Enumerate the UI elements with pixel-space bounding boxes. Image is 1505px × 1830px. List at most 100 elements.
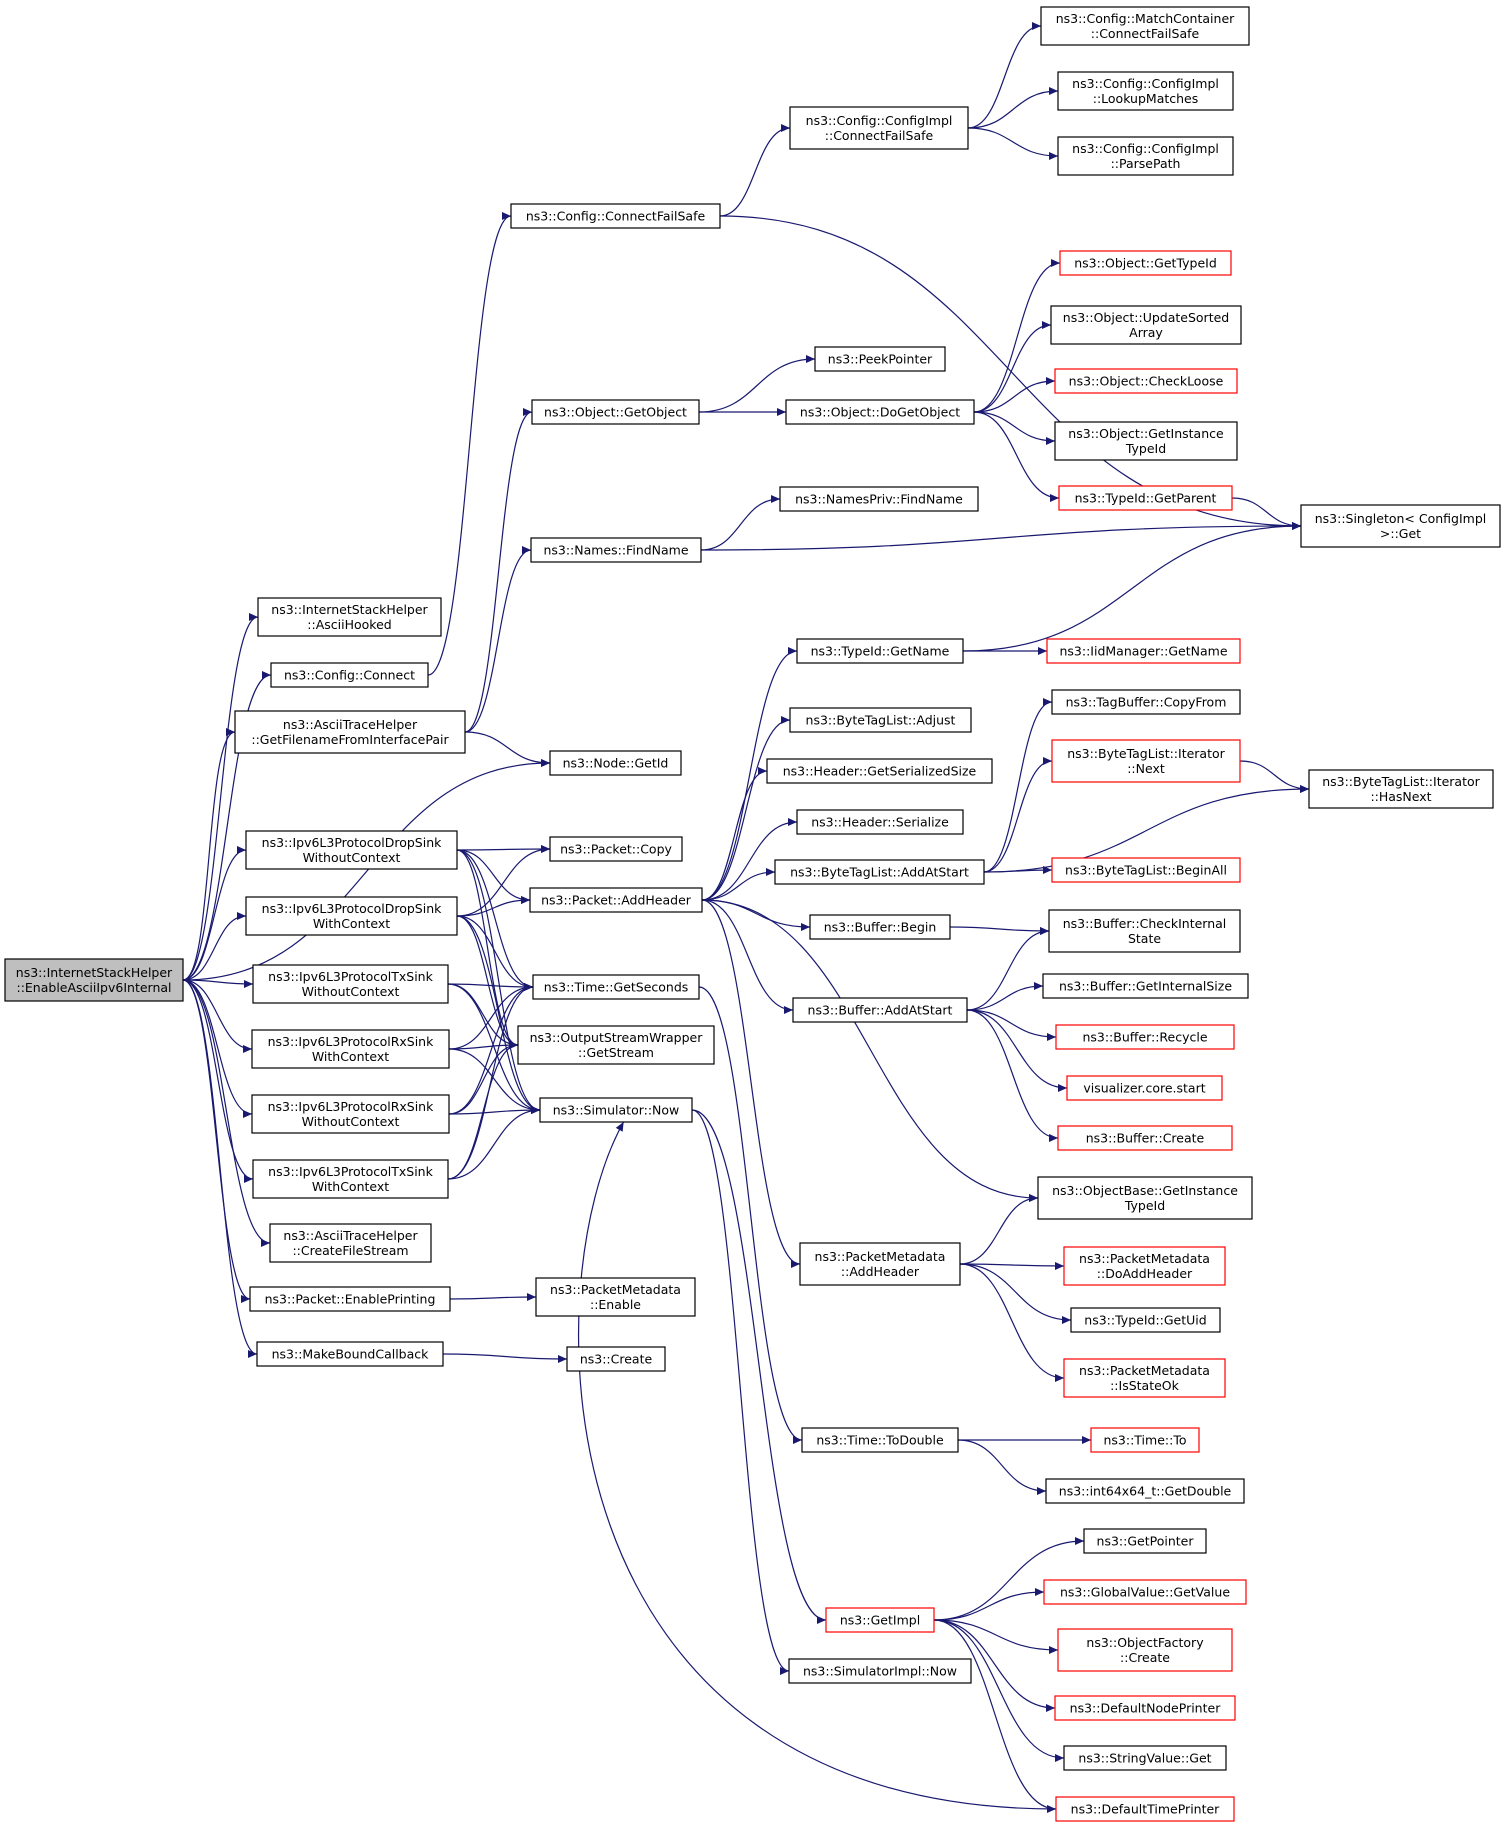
node-label: WithoutContext [302, 984, 400, 999]
node-tid-get-parent[interactable]: ns3::TypeId::GetParent [1058, 485, 1233, 511]
node-config-connect[interactable]: ns3::Config::Connect [270, 662, 429, 688]
edge-get-filename-to-obj-get-object [464, 408, 533, 733]
node-cfg-impl-cfs[interactable]: ns3::Config::ConfigImpl::ConnectFailSafe [789, 106, 969, 150]
node-def-node-printer[interactable]: ns3::DefaultNodePrinter [1054, 1695, 1236, 1721]
node-btl-begin-all[interactable]: ns3::ByteTagList::BeginAll [1051, 857, 1241, 883]
node-obj-get-object[interactable]: ns3::Object::GetObject [531, 399, 700, 425]
node-buf-recycle[interactable]: ns3::Buffer::Recycle [1055, 1024, 1235, 1050]
node-buf-add-at-start[interactable]: ns3::Buffer::AddAtStart [792, 997, 968, 1023]
node-ascii-hooked[interactable]: ns3::InternetStackHelper::AsciiHooked [257, 597, 442, 637]
edge-btl-add-at-start-to-tb-copy-from [983, 698, 1053, 873]
node-node-get-id[interactable]: ns3::Node::GetId [549, 750, 682, 776]
node-viz-start[interactable]: visualizer.core.start [1066, 1075, 1223, 1101]
node-cfg-parse-path[interactable]: ns3::Config::ConfigImpl::ParsePath [1057, 136, 1234, 176]
node-names-priv-find[interactable]: ns3::NamesPriv::FindName [779, 486, 979, 512]
node-label: TypeId [1124, 1198, 1165, 1213]
edge-time-get-seconds-to-time-to-double [698, 986, 803, 1444]
node-obj-check-loose[interactable]: ns3::Object::CheckLoose [1054, 368, 1238, 394]
node-drop-sink-no-ctx[interactable]: ns3::Ipv6L3ProtocolDropSinkWithoutContex… [245, 830, 458, 870]
node-buf-begin[interactable]: ns3::Buffer::Begin [809, 914, 951, 940]
node-packet-add-header[interactable]: ns3::Packet::AddHeader [529, 887, 703, 913]
node-singleton-get[interactable]: ns3::Singleton< ConfigImpl>::Get [1300, 504, 1501, 548]
node-label: ns3::TypeId::GetUid [1084, 1313, 1206, 1328]
node-hdr-get-ser-size[interactable]: ns3::Header::GetSerializedSize [766, 758, 993, 784]
node-hdr-serialize[interactable]: ns3::Header::Serialize [796, 809, 964, 835]
node-btl-it-has-next[interactable]: ns3::ByteTagList::Iterator::HasNext [1308, 769, 1494, 809]
node-def-time-printer[interactable]: ns3::DefaultTimePrinter [1055, 1796, 1235, 1822]
edge-packet-add-header-to-pm-add-header [701, 899, 801, 1268]
node-pm-add-header[interactable]: ns3::PacketMetadata::AddHeader [799, 1242, 961, 1286]
node-gv-get-value[interactable]: ns3::GlobalValue::GetValue [1043, 1579, 1247, 1605]
node-pm-do-add-header[interactable]: ns3::PacketMetadata::DoAddHeader [1063, 1246, 1226, 1286]
node-config-connect-fail-safe[interactable]: ns3::Config::ConnectFailSafe [510, 203, 721, 229]
node-time-to-double[interactable]: ns3::Time::ToDouble [801, 1427, 959, 1453]
node-btl-add-at-start[interactable]: ns3::ByteTagList::AddAtStart [774, 859, 985, 885]
node-obj-get-type-id[interactable]: ns3::Object::GetTypeId [1059, 250, 1232, 276]
node-enable-printing[interactable]: ns3::Packet::EnablePrinting [249, 1286, 451, 1312]
node-get-impl[interactable]: ns3::GetImpl [825, 1607, 935, 1633]
edge-root-to-get-filename [182, 728, 236, 981]
node-root[interactable]: ns3::InternetStackHelper::EnableAsciiIpv… [4, 958, 184, 1002]
node-box [796, 638, 964, 664]
edge-tx-sink-no-ctx-to-time-get-seconds [447, 982, 534, 991]
node-iid-get-name[interactable]: ns3::IidManager::GetName [1046, 638, 1241, 664]
edge-packet-add-header-to-btl-add-at-start [701, 868, 776, 901]
node-buf-get-int-size[interactable]: ns3::Buffer::GetInternalSize [1042, 973, 1249, 999]
node-sim-impl-now[interactable]: ns3::SimulatorImpl::Now [788, 1658, 972, 1684]
node-osw-get-stream[interactable]: ns3::OutputStreamWrapper::GetStream [517, 1025, 715, 1065]
node-do-get-object[interactable]: ns3::Object::DoGetObject [785, 399, 975, 425]
node-time-to[interactable]: ns3::Time::To [1090, 1427, 1200, 1453]
node-label: TypeId [1125, 441, 1166, 456]
node-pm-enable[interactable]: ns3::PacketMetadata::Enable [535, 1277, 696, 1317]
node-type-id-get-name[interactable]: ns3::TypeId::GetName [796, 638, 964, 664]
node-label: WithContext [312, 1049, 389, 1064]
node-tb-copy-from[interactable]: ns3::TagBuffer::CopyFrom [1051, 689, 1241, 715]
node-tid-get-uid[interactable]: ns3::TypeId::GetUid [1070, 1307, 1221, 1333]
node-label: WithContext [313, 916, 390, 931]
node-i64-get-double[interactable]: ns3::int64x64_t::GetDouble [1045, 1478, 1245, 1504]
node-cfg-lookup[interactable]: ns3::Config::ConfigImpl::LookupMatches [1057, 71, 1234, 111]
node-label: ns3::Simulator::Now [553, 1103, 680, 1118]
node-of-create[interactable]: ns3::ObjectFactory::Create [1057, 1628, 1233, 1672]
node-create-file-stream[interactable]: ns3::AsciiTraceHelper::CreateFileStream [269, 1223, 432, 1263]
node-box [270, 662, 429, 688]
node-label: ns3::Header::Serialize [811, 815, 949, 830]
node-buf-create[interactable]: ns3::Buffer::Create [1057, 1125, 1233, 1151]
node-box [535, 1277, 696, 1317]
node-btl-it-next[interactable]: ns3::ByteTagList::Iterator::Next [1051, 739, 1241, 783]
edge-btl-it-next-to-btl-it-has-next [1239, 760, 1310, 793]
node-label: ns3::Ipv6L3ProtocolTxSink [268, 969, 433, 984]
node-names-find-name[interactable]: ns3::Names::FindName [530, 537, 702, 563]
node-box [1070, 1307, 1221, 1333]
node-pm-is-state-ok[interactable]: ns3::PacketMetadata::IsStateOk [1063, 1358, 1226, 1398]
node-make-bound[interactable]: ns3::MakeBoundCallback [256, 1341, 444, 1367]
node-sv-get[interactable]: ns3::StringValue::Get [1063, 1745, 1227, 1771]
node-label: ns3::Header::GetSerializedSize [783, 764, 977, 779]
node-mc-cfs[interactable]: ns3::Config::MatchContainer::ConnectFail… [1040, 6, 1250, 46]
node-label: ::ConnectFailSafe [1091, 26, 1200, 41]
edge-pm-add-header-to-obj-base-get-inst [959, 1194, 1039, 1265]
node-peek-pointer[interactable]: ns3::PeekPointer [814, 346, 946, 372]
node-create[interactable]: ns3::Create [566, 1346, 666, 1372]
edge-get-filename-to-names-find-name [464, 546, 532, 733]
node-box [1063, 1246, 1226, 1286]
node-label: ns3::Buffer::Recycle [1082, 1030, 1207, 1045]
node-label: WithoutContext [302, 1114, 400, 1129]
node-get-pointer[interactable]: ns3::GetPointer [1083, 1528, 1207, 1554]
node-sim-now[interactable]: ns3::Simulator::Now [539, 1097, 693, 1123]
node-time-get-seconds[interactable]: ns3::Time::GetSeconds [532, 974, 700, 1000]
edge-root-to-tx-sink-no-ctx [182, 979, 254, 988]
node-get-filename[interactable]: ns3::AsciiTraceHelper::GetFilenameFromIn… [234, 710, 466, 754]
node-btl-adjust[interactable]: ns3::ByteTagList::Adjust [789, 707, 972, 733]
node-label: ::Next [1127, 761, 1165, 776]
node-packet-copy[interactable]: ns3::Packet::Copy [549, 836, 683, 862]
